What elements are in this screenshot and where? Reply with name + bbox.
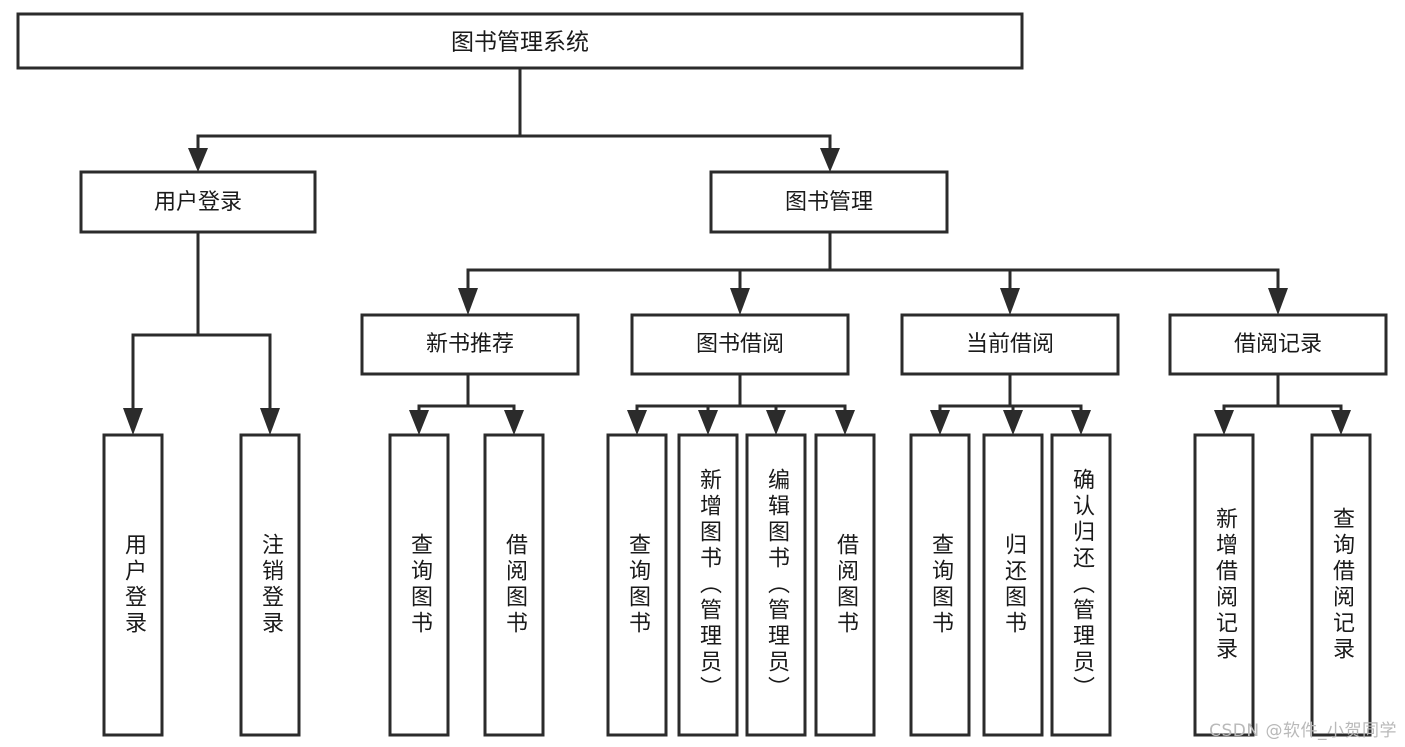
arrow-head-leaf-user-login-1: [123, 408, 143, 435]
leaf-box-current-3[interactable]: [1050, 433, 1112, 737]
leaf-box-borrow-3[interactable]: [745, 433, 807, 737]
arrow-head-level2-2: [730, 288, 750, 315]
node-user-login-label: 用户登录: [154, 190, 242, 215]
arrow-head-new-book-leaf-1: [409, 410, 429, 435]
leaf-box-current-1[interactable]: [909, 433, 971, 737]
arrow-head-new-book-leaf-2: [504, 410, 524, 435]
arrow-head-record-leaf-1: [1214, 410, 1234, 435]
node-current-borrow[interactable]: 当前借阅: [900, 313, 1120, 376]
node-borrow-record[interactable]: 借阅记录: [1168, 313, 1388, 376]
arrow-head-level2-3: [1000, 288, 1020, 315]
arrow-head-leaf-user-login-2: [260, 408, 280, 435]
node-root[interactable]: 图书管理系统: [16, 12, 1024, 70]
arrow-head-book-manage: [820, 148, 840, 172]
leaf-box-record-1[interactable]: [1193, 433, 1255, 737]
arrow-head-current-leaf-3: [1071, 410, 1091, 435]
node-book-manage-label: 图书管理: [785, 190, 873, 215]
arrow-head-borrow-leaf-4: [835, 410, 855, 435]
arrow-head-borrow-leaf-3: [766, 410, 786, 435]
node-book-borrow[interactable]: 图书借阅: [630, 313, 850, 376]
node-current-borrow-label: 当前借阅: [966, 332, 1054, 357]
leaf-box-borrow-4[interactable]: [814, 433, 876, 737]
arrow-head-current-leaf-2: [1003, 410, 1023, 435]
node-new-book-recommend-label: 新书推荐: [426, 332, 514, 357]
arrow-head-user-login: [188, 148, 208, 172]
csdn-watermark: CSDN @软件_小贺同学: [1209, 721, 1397, 741]
leaf-box-record-2[interactable]: [1310, 433, 1372, 737]
leaf-box-user-login-1[interactable]: [102, 433, 164, 737]
connector-layer: [123, 66, 1351, 435]
node-root-label: 图书管理系统: [451, 30, 589, 56]
arrow-head-current-leaf-1: [930, 410, 950, 435]
leaf-box-user-login-2[interactable]: [239, 433, 301, 737]
arrow-head-borrow-leaf-1: [627, 410, 647, 435]
leaf-box-borrow-1[interactable]: [606, 433, 668, 737]
node-user-login[interactable]: 用户登录: [79, 170, 317, 234]
leaf-box-new-book-1[interactable]: [388, 433, 450, 737]
node-book-borrow-label: 图书借阅: [696, 332, 784, 357]
leaf-box-current-2[interactable]: [982, 433, 1044, 737]
arrow-head-borrow-leaf-2: [698, 410, 718, 435]
node-borrow-record-label: 借阅记录: [1234, 332, 1322, 357]
node-new-book-recommend[interactable]: 新书推荐: [360, 313, 580, 376]
node-layer: 图书管理系统 用户登录 图书管理 新书推荐 图书借阅 当前: [16, 12, 1388, 737]
leaf-box-borrow-2[interactable]: [677, 433, 739, 737]
arrow-head-level2-4: [1268, 288, 1288, 315]
arrow-head-level2-1: [458, 288, 478, 315]
node-book-manage[interactable]: 图书管理: [709, 170, 949, 234]
leaf-box-new-book-2[interactable]: [483, 433, 545, 737]
arrow-head-record-leaf-2: [1331, 410, 1351, 435]
